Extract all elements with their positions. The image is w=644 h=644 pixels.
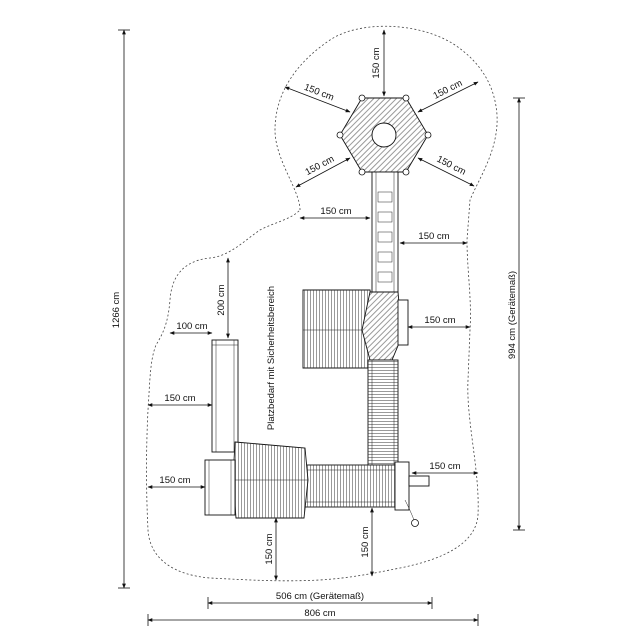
label-equipment-width: 506 cm (Gerätemaß) <box>276 591 364 602</box>
label-upper-left-vertical: 200 cm <box>216 284 227 315</box>
dim-tower-upper-left: 150 cm <box>284 82 351 113</box>
safety-zone-outline <box>146 25 498 582</box>
dim-bottom-center: 150 cm <box>360 507 374 577</box>
label-lower-left: 150 cm <box>159 475 190 486</box>
dim-tower-top: 150 cm <box>371 29 386 97</box>
dim-total-height: 1266 cm <box>111 29 130 589</box>
ladder-section <box>371 171 399 293</box>
zone-label: Platzbedarf mit Sicherheitsbereich <box>266 286 277 430</box>
dim-tower-lower-right: 150 cm <box>417 154 475 187</box>
tower-hexagon <box>336 94 432 176</box>
label-mid-right: 150 cm <box>424 315 455 326</box>
dim-step-width: 100 cm <box>169 321 213 335</box>
slide <box>211 339 239 453</box>
dim-lower-right: 150 cm <box>411 461 479 475</box>
label-lower-right: 150 cm <box>429 461 460 472</box>
dim-ladder-right: 150 cm <box>399 231 468 245</box>
dim-ladder-left: 150 cm <box>299 206 371 220</box>
label-equipment-height: 994 cm (Gerätemaß) <box>507 271 518 359</box>
label-step-width: 100 cm <box>176 321 207 332</box>
label-total-height: 1266 cm <box>111 292 122 329</box>
label-tower-upper-right: 150 cm <box>431 78 464 102</box>
lower-right-deck <box>394 461 430 527</box>
label-bottom-left: 150 cm <box>264 533 275 564</box>
dim-total-width: 806 cm <box>147 608 479 626</box>
dim-slide-left: 150 cm <box>147 393 213 407</box>
horizontal-walkway <box>304 464 406 508</box>
label-total-width: 806 cm <box>304 608 335 619</box>
label-slide-left: 150 cm <box>164 393 195 404</box>
central-platform <box>361 291 409 361</box>
dim-equipment-height: 994 cm (Gerätemaß) <box>507 97 525 531</box>
dim-upper-left-vertical: 200 cm <box>216 257 230 339</box>
label-tower-top: 150 cm <box>371 47 382 78</box>
dim-tower-upper-right: 150 cm <box>417 78 479 113</box>
dim-equipment-width: 506 cm (Gerätemaß) <box>207 591 433 609</box>
label-ladder-left: 150 cm <box>320 206 351 217</box>
dim-mid-right: 150 cm <box>407 315 471 329</box>
dim-tower-lower-left: 150 cm <box>295 154 351 188</box>
vertical-walkway <box>367 359 399 466</box>
dim-bottom-left: 150 cm <box>264 517 278 581</box>
lower-tunnel <box>204 441 309 519</box>
label-bottom-center: 150 cm <box>360 526 371 557</box>
label-ladder-right: 150 cm <box>418 231 449 242</box>
dim-lower-left: 150 cm <box>147 475 206 489</box>
